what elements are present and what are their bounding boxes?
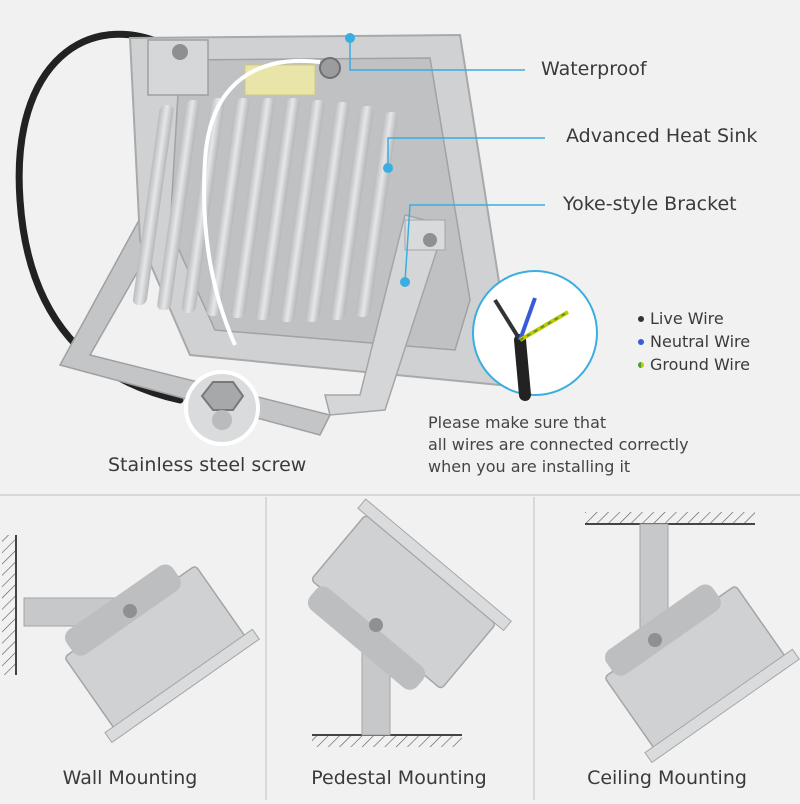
floodlight-back-view bbox=[15, 30, 598, 446]
waterproof-valve bbox=[319, 57, 341, 79]
pedestal-mounting-caption: Pedestal Mounting bbox=[311, 767, 487, 789]
wire-legend: Live Wire Neutral Wire Ground Wire bbox=[638, 309, 750, 374]
bracket-label: Yoke-style Bracket bbox=[563, 193, 737, 215]
wire-legend-ground: Ground Wire bbox=[638, 355, 750, 374]
ceiling-mounting-diagram bbox=[585, 512, 800, 764]
ceiling-mounting-caption: Ceiling Mounting bbox=[587, 767, 747, 789]
live-wire-label: Live Wire bbox=[650, 309, 724, 328]
gland-nut bbox=[172, 44, 188, 60]
neutral-wire-label: Neutral Wire bbox=[650, 332, 751, 351]
waterproof-label: Waterproof bbox=[541, 58, 647, 80]
spec-label bbox=[244, 64, 316, 96]
wire-zoom bbox=[472, 270, 598, 401]
install-note-line-3: when you are installing it bbox=[428, 457, 631, 476]
screw-label: Stainless steel screw bbox=[108, 454, 307, 476]
bracket-plate bbox=[404, 219, 446, 251]
neutral-wire-dot bbox=[638, 338, 644, 345]
junction-box bbox=[147, 39, 209, 96]
install-note-line-2: all wires are connected correctly bbox=[428, 435, 689, 454]
bracket-bolt bbox=[423, 233, 437, 247]
pedestal-mounting-diagram bbox=[307, 498, 512, 747]
live-wire-dot bbox=[638, 315, 644, 322]
wire-legend-live: Live Wire bbox=[638, 309, 750, 328]
wall-mounting-diagram bbox=[2, 535, 260, 744]
wire-legend-neutral: Neutral Wire bbox=[638, 332, 750, 351]
internal-wire bbox=[202, 58, 321, 346]
install-note-line-1: Please make sure that bbox=[428, 413, 607, 432]
screw-zoom bbox=[184, 370, 260, 446]
ground-wire-label: Ground Wire bbox=[650, 355, 750, 374]
heat-sink-label: Advanced Heat Sink bbox=[566, 125, 758, 147]
wall-mounting-caption: Wall Mounting bbox=[62, 767, 198, 789]
callout-lines bbox=[345, 33, 545, 287]
ground-wire-dot bbox=[638, 361, 644, 368]
install-note: Please make sure that all wires are conn… bbox=[428, 412, 689, 478]
